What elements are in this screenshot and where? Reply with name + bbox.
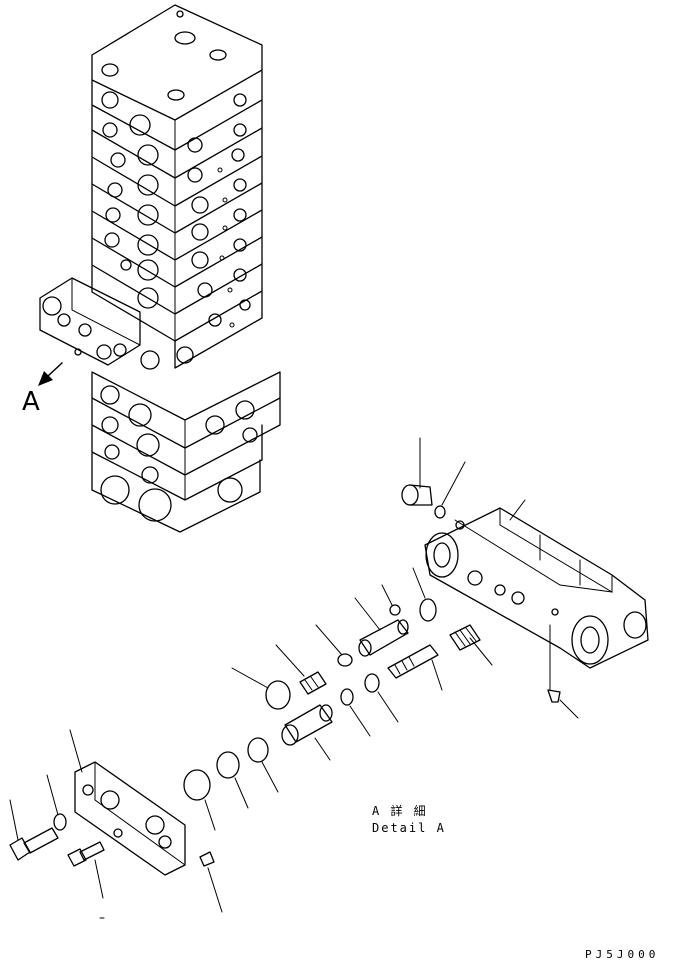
o-ring-body: [419, 598, 437, 622]
view-label-a: A: [22, 387, 40, 417]
small-screw: [389, 604, 401, 616]
side-valve-block: [39, 277, 194, 370]
leader-lines: [9, 437, 579, 919]
plug-bottom: [547, 689, 561, 703]
nut: [337, 653, 353, 667]
figure-code: PJ5J000: [585, 948, 659, 961]
spring-left: [299, 671, 327, 695]
cover-plate: [74, 761, 186, 876]
o-ring-small-top: [434, 505, 446, 519]
socket-screw: [67, 841, 105, 867]
view-arrow-icon: [38, 362, 63, 386]
o-ring-mid: [364, 673, 380, 693]
plug-disc: [265, 680, 291, 710]
backup-ring: [216, 751, 240, 779]
detail-a-exploded: [9, 437, 649, 919]
o-ring-mid-2: [340, 688, 354, 706]
valve-sections: [91, 91, 263, 369]
sleeve: [358, 619, 409, 657]
o-ring-large: [247, 737, 269, 763]
valve-body: [424, 507, 649, 691]
spring-right: [449, 624, 481, 651]
piston-rod: [387, 644, 439, 679]
gasket: [183, 769, 211, 801]
bolt: [9, 827, 59, 861]
spool-valve: [281, 704, 333, 746]
lower-valve-sections: [91, 371, 281, 533]
plug-top: [401, 484, 433, 506]
washer: [53, 813, 67, 831]
detail-caption-en: Detail A: [372, 821, 446, 835]
detail-caption-jp: A 詳 細: [372, 803, 428, 818]
plug-small: [199, 851, 215, 867]
control-valve-assembly: A: [22, 4, 281, 533]
